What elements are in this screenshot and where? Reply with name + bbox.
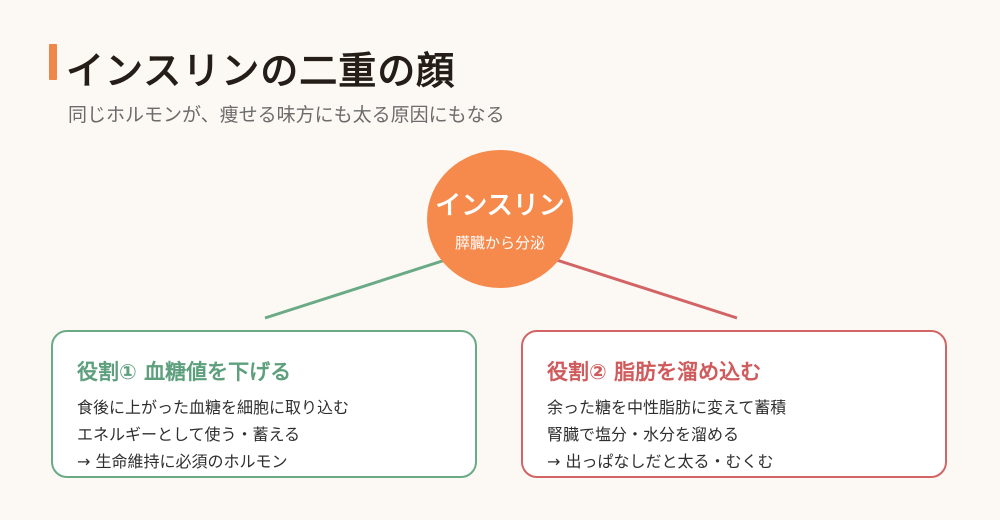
- role-card-title: 役割② 脂肪を溜め込む: [547, 360, 762, 384]
- page-subtitle: 同じホルモンが、痩せる味方にも太る原因にもなる: [68, 104, 505, 126]
- insulin-circle-subtitle: 膵臓から分泌: [454, 234, 545, 252]
- role-card-line: 食後に上がった血糖を細胞に取り込む: [77, 398, 350, 417]
- role-card-lower-blood-sugar: 役割① 血糖値を下げる 食後に上がった血糖を細胞に取り込む エネルギーとして使う…: [51, 330, 477, 478]
- role-card-line: → 生命維持に必須のホルモン: [77, 452, 288, 471]
- role-card-line: エネルギーとして使う・蓄える: [77, 425, 301, 444]
- connector-line-role-2: [540, 253, 738, 320]
- insulin-circle-title: インスリン: [435, 191, 565, 221]
- title-accent-bar: [49, 44, 57, 80]
- role-card-line: 余った糖を中性脂肪に変えて蓄積: [547, 398, 787, 417]
- insulin-circle: インスリン 膵臓から分泌: [427, 150, 573, 288]
- role-card-title: 役割① 血糖値を下げる: [77, 360, 292, 384]
- connector-line-role-1: [264, 253, 462, 320]
- role-card-line: 腎臓で塩分・水分を溜める: [547, 425, 740, 444]
- page-title: インスリンの二重の顔: [66, 49, 456, 93]
- role-card-line: → 出っぱなしだと太る・むくむ: [547, 452, 774, 471]
- role-card-store-fat: 役割② 脂肪を溜め込む 余った糖を中性脂肪に変えて蓄積 腎臓で塩分・水分を溜める…: [521, 330, 947, 478]
